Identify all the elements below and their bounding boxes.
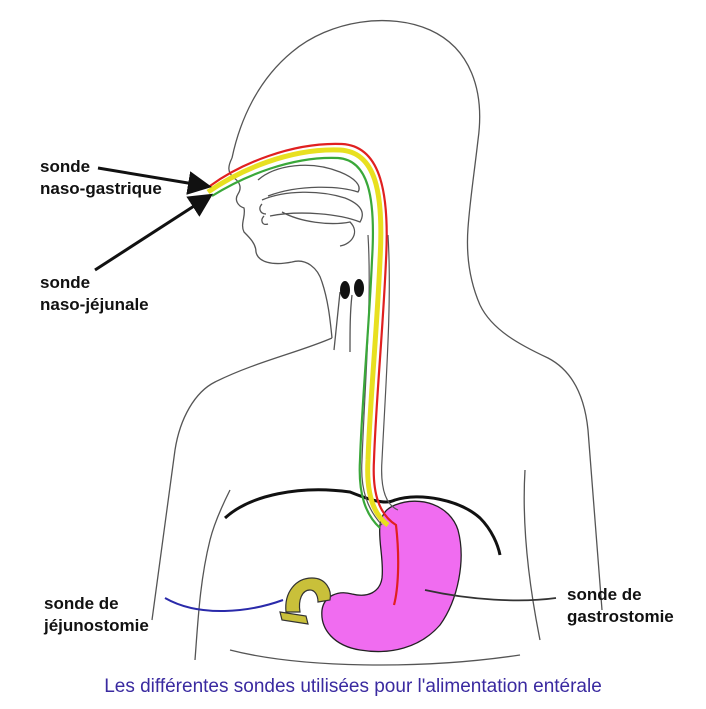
face-outline [229,158,332,338]
shoulders-outline [152,338,332,620]
label-jejunostomy-line1: sonde de [44,593,149,615]
teeth [260,204,268,224]
label-jejunostomy: sonde de jéjunostomie [44,593,149,637]
label-gastrostomy-line1: sonde de [567,584,674,606]
label-naso-jejunal: sonde naso-jéjunale [40,272,149,316]
label-naso-jejunal-line2: naso-jéjunale [40,294,149,316]
stomach-icon [322,501,461,651]
waist-line [230,650,520,665]
diagram-caption: Les différentes sondes utilisées pour l'… [0,675,706,699]
label-naso-gastric: sonde naso-gastrique [40,156,162,200]
right-arm-inner [524,470,540,640]
label-jejunostomy-line2: jéjunostomie [44,615,149,637]
left-arm-inner [195,490,230,660]
naso-gastric-tube-yellow [208,150,388,525]
mouth-cavity [262,192,362,222]
label-naso-jejunal-line1: sonde [40,272,149,294]
trachea [334,292,352,352]
nasal-cavity [258,165,359,196]
label-naso-gastric-line2: naso-gastrique [40,178,162,200]
naso-jejunal-arrow [95,197,208,270]
jejunostomy-leader-line [165,598,283,611]
label-naso-gastric-line1: sonde [40,156,162,178]
jejunostomy-stoma [280,612,308,624]
label-gastrostomy-line2: gastrostomie [567,606,674,628]
label-gastrostomy: sonde de gastrostomie [567,584,674,628]
right-shoulder-outline [480,305,602,610]
